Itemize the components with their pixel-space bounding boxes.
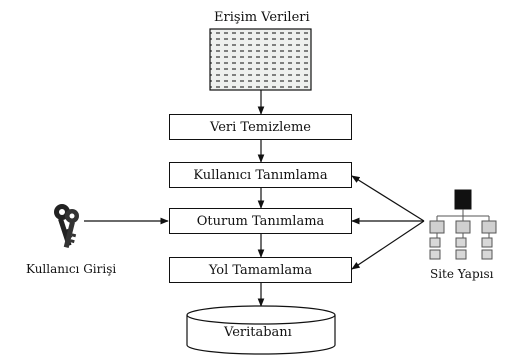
step-kullanici-tanimlama: Kullanıcı Tanımlama: [169, 162, 352, 188]
data-source-title: Erişim Verileri: [214, 10, 310, 25]
keys-icon: [54, 204, 79, 248]
step-label: Oturum Tanımlama: [196, 213, 325, 229]
arrow-site-to-user-id: [351, 175, 425, 222]
site-structure-label: Site Yapısı: [430, 267, 494, 281]
step-veri-temizleme: Veri Temizleme: [169, 114, 352, 140]
step-oturum-tanimlama: Oturum Tanımlama: [169, 208, 352, 234]
step-label: Kullanıcı Tanımlama: [193, 167, 328, 183]
step-yol-tamamlama: Yol Tamamlama: [169, 257, 352, 283]
step-label: Yol Tamamlama: [208, 262, 313, 278]
step-label: Veri Temizleme: [210, 119, 311, 135]
database-cylinder: [186, 305, 336, 355]
database-label: Veritabanı: [224, 325, 292, 340]
user-input-label: Kullanıcı Girişi: [26, 262, 117, 276]
data-source-icon: [209, 28, 312, 91]
arrow-site-to-path: [351, 220, 425, 270]
site-hierarchy-icon: [429, 189, 497, 260]
